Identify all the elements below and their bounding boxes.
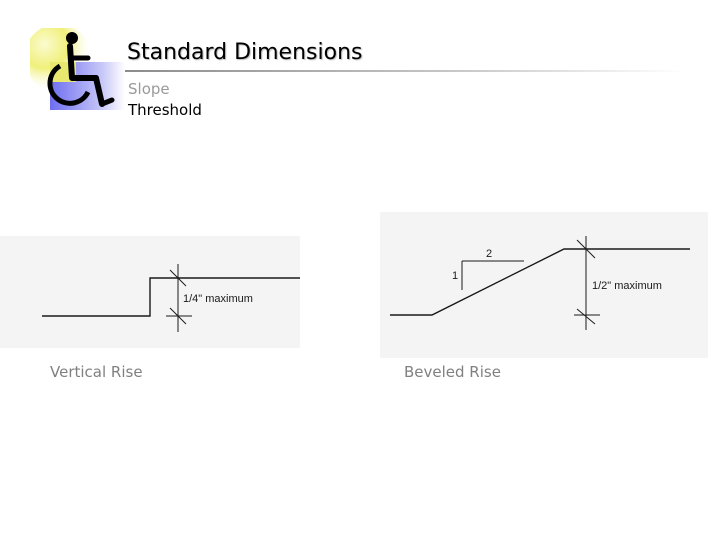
subtopic-threshold: Threshold [128,101,202,119]
beveled-rise-caption: Beveled Rise [404,363,501,381]
title-divider [125,70,685,72]
page-title: Standard Dimensions [127,40,363,65]
threshold-profile [390,248,690,316]
dimension-label: 1/2" maximum [592,280,662,292]
diagram-background [380,212,708,358]
wheelchair-accessibility-icon [30,28,125,110]
vertical-rise-diagram: 1/4" maximum [0,236,300,348]
beveled-rise-diagram: 2 1 1/2" maximum [380,212,708,358]
slope-rise-label: 1 [452,270,458,282]
dimension-tick-top [169,269,187,287]
vertical-rise-caption: Vertical Rise [50,363,143,381]
threshold-profile [42,277,300,317]
subtopic-slope: Slope [128,80,170,98]
dimension-tick-bottom [576,308,596,325]
slope-run-label: 2 [486,248,492,260]
dimension-tick-top [576,239,596,259]
dimension-label: 1/4" maximum [183,293,253,305]
